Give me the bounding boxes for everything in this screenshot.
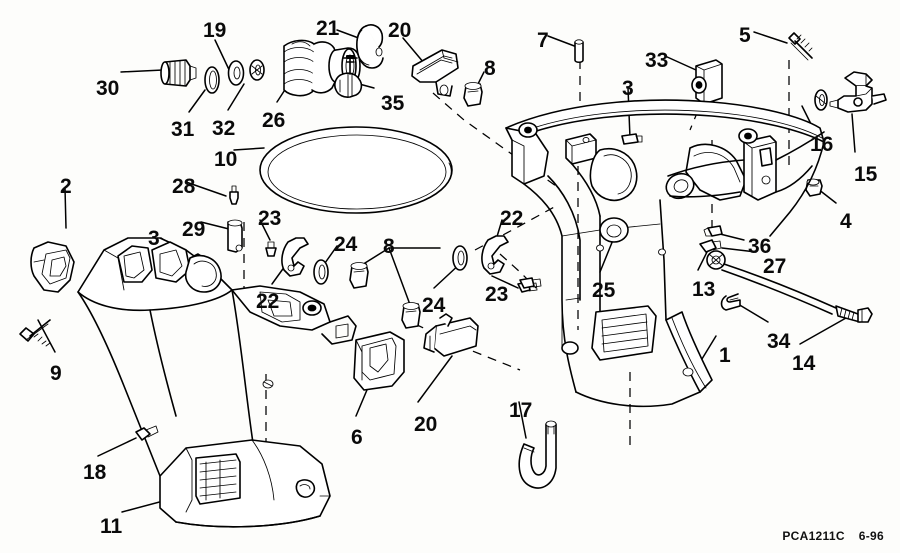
part-24-washer-left xyxy=(313,259,329,285)
callout-15: 15 xyxy=(854,163,878,186)
callout-17: 17 xyxy=(509,399,533,422)
callout-27: 27 xyxy=(763,255,787,278)
callout-29: 29 xyxy=(182,218,206,241)
callout-25: 25 xyxy=(592,279,616,302)
part-20-handle-grip-bottom xyxy=(423,313,479,357)
part-8-grommet-bottom xyxy=(401,302,421,329)
callout-21: 21 xyxy=(316,17,340,40)
callout-9: 9 xyxy=(50,362,62,385)
callout-6: 6 xyxy=(351,426,363,449)
callout-18: 18 xyxy=(83,461,107,484)
part-22-clip-left xyxy=(281,237,309,277)
part-23-screw-left xyxy=(265,241,277,257)
callout-36: 36 xyxy=(748,235,772,258)
callout-2: 2 xyxy=(60,175,72,198)
part-16-grommet-small xyxy=(814,89,828,111)
callout-3-left: 3 xyxy=(148,227,160,250)
callout-31: 31 xyxy=(171,118,195,141)
drawing-footer: PCA1211C 6-96 xyxy=(782,529,884,543)
part-7-pin xyxy=(574,39,584,64)
drawing-date-code: 6-96 xyxy=(858,529,884,543)
callout-13: 13 xyxy=(692,278,716,301)
part-5-bolt-long xyxy=(788,32,813,61)
part-24-washer-right xyxy=(452,245,468,271)
part-6-bumper-pad xyxy=(353,331,405,391)
callout-11: 11 xyxy=(100,515,123,538)
part-30-bushing-plug xyxy=(160,59,197,87)
part-31-seal-ring xyxy=(204,66,220,94)
callout-26: 26 xyxy=(262,109,286,132)
part-17-hose-u xyxy=(518,420,557,489)
part-20-handle-grip-top xyxy=(411,49,459,97)
callout-4: 4 xyxy=(840,210,852,233)
part-29-spacer-sleeve xyxy=(227,219,243,253)
callout-3-top: 3 xyxy=(622,77,634,100)
part-3-screw-cover xyxy=(519,277,542,289)
part-15-latch-bracket xyxy=(829,71,887,113)
part-1-lower-engine-cover xyxy=(505,99,825,408)
callout-1: 1 xyxy=(719,344,731,367)
callout-24-left: 24 xyxy=(334,233,358,256)
part-10-seal-gasket-ring xyxy=(259,126,453,214)
callout-20-top: 20 xyxy=(388,19,412,42)
part-27-nut xyxy=(706,250,726,270)
drawing-number: PCA1211C xyxy=(782,529,845,543)
callout-28: 28 xyxy=(172,175,196,198)
part-9-bolt xyxy=(19,319,51,347)
callout-22-left: 22 xyxy=(256,290,280,313)
part-34-spring-clip xyxy=(720,293,741,311)
callout-19: 19 xyxy=(203,19,227,42)
part-19-washer xyxy=(227,60,245,86)
part-28-screw-short xyxy=(229,185,239,205)
part-21-retaining-clip xyxy=(356,24,384,69)
part-14-rod-assembly xyxy=(721,263,873,323)
part-32-washer-small xyxy=(249,59,265,81)
callout-8-top: 8 xyxy=(484,57,496,80)
part-4-bumper xyxy=(805,178,823,197)
part-33-latch-block xyxy=(691,59,723,105)
part-18-screw xyxy=(135,425,159,441)
part-36-screw xyxy=(703,225,723,237)
part-2-latch-striker xyxy=(30,241,75,293)
part-13-screw xyxy=(699,239,722,253)
callout-7: 7 xyxy=(537,29,549,52)
part-8-grommet-top xyxy=(463,82,483,107)
callout-16: 16 xyxy=(810,133,834,156)
part-22-clip-right xyxy=(481,235,509,275)
callout-14: 14 xyxy=(792,352,816,375)
callout-33: 33 xyxy=(645,49,669,72)
part-upper-cowl-left xyxy=(77,237,357,345)
part-11-lower-cowl-panel xyxy=(77,289,331,528)
callout-24-right: 24 xyxy=(422,294,446,317)
part-8-grommet-left xyxy=(349,262,369,289)
callout-23-right: 23 xyxy=(485,283,509,306)
callout-30: 30 xyxy=(96,77,120,100)
callout-35: 35 xyxy=(381,92,405,115)
callout-8-center: 8 xyxy=(383,235,395,258)
callout-20-bottom: 20 xyxy=(414,413,438,436)
callout-32: 32 xyxy=(212,117,236,140)
callout-23-left: 23 xyxy=(258,207,282,230)
callout-34: 34 xyxy=(767,330,791,353)
callout-5: 5 xyxy=(739,24,751,47)
part-35-fastener-clip xyxy=(334,55,363,98)
callout-10: 10 xyxy=(214,148,238,171)
callout-22-right: 22 xyxy=(500,207,524,230)
